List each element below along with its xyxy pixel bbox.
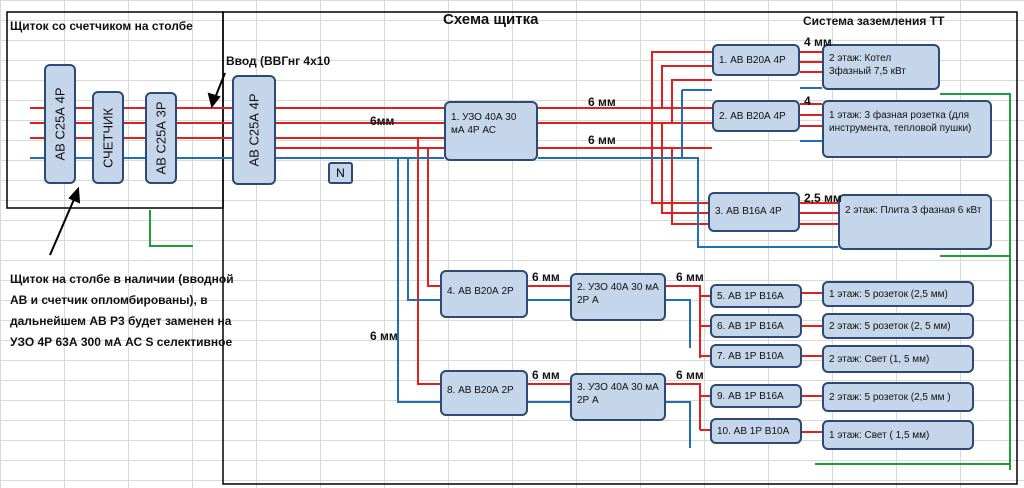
pole-breaker-label: АВ С25А 4Р — [52, 87, 68, 161]
wire-label: 6мм — [370, 114, 395, 128]
wire-label: 4 мм — [804, 35, 832, 49]
electric-meter[interactable]: СЧЕТЧИК — [92, 91, 124, 184]
breaker-8[interactable]: 8. АВ В20А 2Р — [440, 370, 528, 416]
wire-label: 6 мм — [676, 368, 704, 382]
load-light-1[interactable]: 1 этаж: Свет ( 1,5 мм) — [822, 420, 974, 450]
wire-label: 6 мм — [532, 368, 560, 382]
wire-label: 6 мм — [532, 270, 560, 284]
breaker-10[interactable]: 10. АВ 1Р В10А — [710, 418, 802, 444]
wire-label: 6 мм — [588, 95, 616, 109]
wire-label: 4 — [804, 94, 811, 108]
wire-label: 6 мм — [370, 329, 398, 343]
pole-panel-title: Щиток со счетчиком на столбе — [10, 19, 193, 33]
breaker-5[interactable]: 5. АВ 1Р В16А — [710, 284, 802, 308]
ground-wires — [149, 93, 1011, 470]
frames — [6, 11, 1018, 485]
scheme-title: Схема щитка — [443, 11, 539, 28]
breaker-4[interactable]: 4. АВ В20А 2Р — [440, 270, 528, 318]
load-sockets-2[interactable]: 2 этаж: 5 розеток (2, 5 мм) — [822, 313, 974, 339]
load-stove[interactable]: 2 этаж: Плита 3 фазная 6 кВт — [838, 194, 992, 250]
breaker-1[interactable]: 1. АВ В20А 4Р — [712, 44, 800, 76]
load-3phase-socket[interactable]: 1 этаж: 3 фазная розетка (для инструмент… — [822, 100, 992, 158]
wire-label: 6 мм — [588, 133, 616, 147]
breaker-6[interactable]: 6. АВ 1Р В16А — [710, 314, 802, 338]
wire-label: 2,5 мм — [804, 191, 842, 205]
main-breaker-label: АВ С25А 4Р — [246, 93, 262, 167]
load-boiler[interactable]: 2 этаж: Котел 3фазный 7,5 кВт — [822, 44, 940, 90]
load-sockets-1[interactable]: 1 этаж: 5 розеток (2,5 мм) — [822, 281, 974, 307]
breaker-9[interactable]: 9. АВ 1Р В16А — [710, 384, 802, 408]
breaker-7[interactable]: 7. АВ 1Р В10А — [710, 344, 802, 368]
neutral-bus[interactable]: N — [328, 162, 353, 184]
main-breaker[interactable]: АВ С25А 4Р — [232, 75, 276, 185]
breaker-2[interactable]: 2. АВ В20А 4Р — [712, 100, 800, 132]
breaker-3[interactable]: 3. АВ В16А 4Р — [708, 192, 800, 232]
electric-meter-label: СЧЕТЧИК — [100, 107, 116, 168]
scheme-frame — [222, 11, 1018, 485]
pole-breaker[interactable]: АВ С25А 4Р — [44, 64, 76, 184]
pole-panel-note: Щиток на столбе в наличии (вводной АВ и … — [10, 272, 234, 349]
neutral-wires — [30, 87, 838, 448]
input-cable-label: Ввод (ВВГнг 4х10 — [226, 54, 331, 68]
grounding-system-title: Система заземления ТТ — [803, 14, 945, 28]
pole-breaker-3p-label: АВ С25А 3Р — [153, 101, 169, 175]
rcd-1[interactable]: 1. УЗО 40А 30 мА 4Р АС — [444, 101, 538, 161]
load-light-2[interactable]: 2 этаж: Свет (1, 5 мм) — [822, 345, 974, 373]
load-sockets-3[interactable]: 2 этаж: 5 розеток (2,5 мм ) — [822, 382, 974, 412]
wire-label: 6 мм — [676, 270, 704, 284]
arrows — [49, 72, 226, 256]
rcd-2[interactable]: 2. УЗО 40А 30 мА 2Р А — [570, 273, 666, 321]
rcd-3[interactable]: 3. УЗО 40А 30 мА 2Р А — [570, 373, 666, 421]
pole-breaker-3p[interactable]: АВ С25А 3Р — [145, 92, 177, 184]
